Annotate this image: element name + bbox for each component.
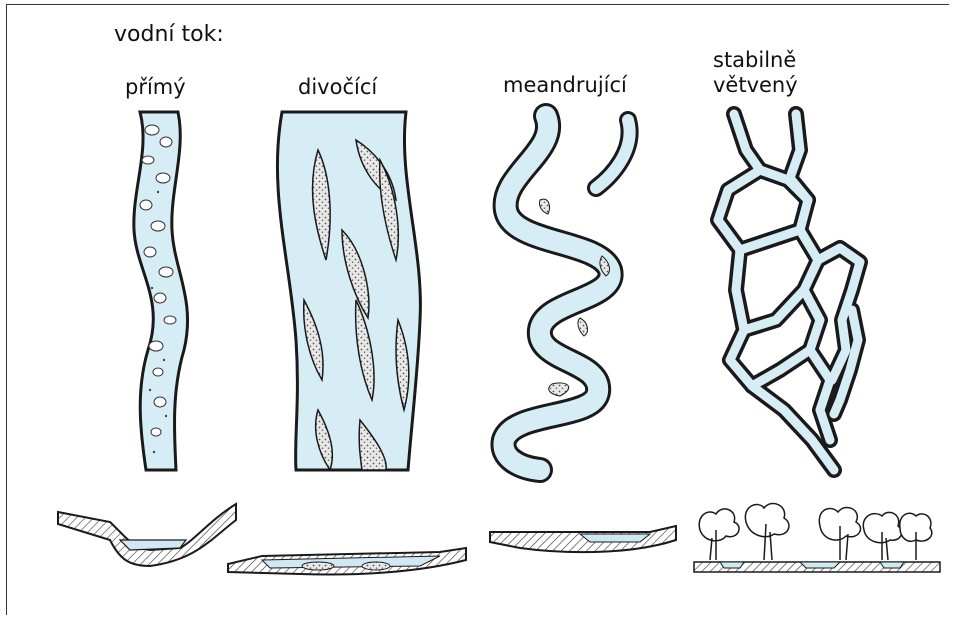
meandering-river-plan [503, 116, 629, 470]
meandering-river-cross-section [490, 526, 676, 552]
anastomosing-river-plan [718, 114, 860, 470]
straight-river-cross-section [58, 504, 236, 566]
riparian-trees [699, 503, 932, 560]
braided-river-cross-section [228, 548, 466, 574]
straight-river-plan [134, 112, 188, 470]
anastomosing-river-cross-section [694, 503, 940, 572]
braided-river-plan [277, 112, 420, 470]
